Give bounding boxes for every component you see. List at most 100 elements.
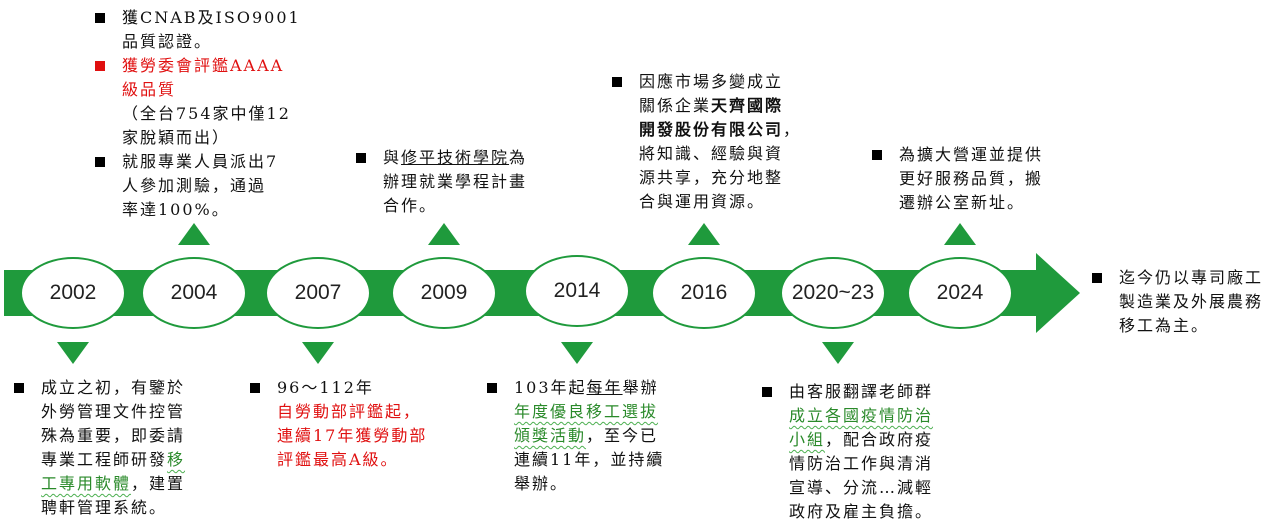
text-line: 關係企業天齊國際 (639, 94, 801, 118)
text-segment: 家脫穎而出） (122, 128, 231, 147)
text-segment: 品質認證。 (122, 32, 213, 51)
square-bullet-icon (612, 77, 622, 87)
text-segment: 自勞動部評鑑起， (277, 402, 422, 421)
text-segment: 遷辦公室新址。 (899, 193, 1026, 212)
text-line: 成立各國疫情防治 (789, 404, 933, 428)
text-line: 移工為主。 (1119, 314, 1263, 338)
square-bullet-icon (95, 157, 105, 167)
square-bullet-icon (95, 61, 105, 71)
square-bullet-icon (487, 383, 497, 393)
year-node-2020: 2020~23 (780, 257, 886, 329)
text-segment: 由客服翻譯老師群 (789, 382, 934, 401)
text-segment: ，建置 (131, 474, 186, 493)
text-line: 自勞動部評鑑起， (277, 400, 427, 424)
text-segment: 每年 (586, 378, 623, 397)
year-label: 2024 (936, 281, 984, 304)
text-line: 人參加測驗，通過 (122, 174, 301, 198)
text-line: 遷辦公室新址。 (899, 191, 1043, 215)
text-segment: 聘軒管理系統。 (41, 498, 168, 517)
square-bullet-icon (1092, 273, 1102, 283)
pointer-down-2020 (822, 342, 854, 364)
text-segment: 關係企業 (639, 96, 712, 115)
milestone-2002-text: 成立之初，有鑒於外勞管理文件控管殊為重要，即委請專業工程師研發移工專用軟體，建置… (14, 376, 185, 520)
text-line: 源共享，充分地整 (639, 166, 801, 190)
text-segment: 為擴大營運並提供 (899, 145, 1044, 164)
text-line: 由客服翻譯老師群 (789, 380, 933, 404)
text-segment: 移工為主。 (1119, 316, 1210, 335)
text-line: 合與運用資源。 (639, 190, 801, 214)
text-line: 與修平技術學院為 (383, 146, 527, 170)
text-segment: ， (783, 120, 802, 139)
text-segment: 宣導、分流…減輕 (789, 478, 934, 497)
square-bullet-icon (14, 383, 24, 393)
year-node-2024: 2024 (907, 257, 1013, 329)
text-line: 聘軒管理系統。 (41, 496, 185, 520)
year-label: 2016 (680, 281, 728, 304)
text-segment: 移 (167, 450, 186, 469)
text-segment: ，至今已 (586, 426, 659, 445)
text-segment: 殊為重要，即委請 (41, 426, 186, 445)
text-line: 成立之初，有鑒於 (41, 376, 185, 400)
year-node-2016: 2016 (651, 257, 757, 329)
text-segment: 天齊國際 (711, 96, 784, 115)
text-line: 小組，配合政府疫 (789, 428, 933, 452)
text-line: 舉辦。 (514, 472, 664, 496)
text-line: 更好服務品質，搬 (899, 167, 1043, 191)
text-segment: 年度優良移工選拔 (514, 402, 659, 421)
text-segment: 頒獎活動 (514, 426, 587, 445)
text-segment: 成立各國疫情防治 (789, 406, 934, 425)
text-segment: 情防治工作與清消 (789, 454, 934, 473)
bullet-item: 因應市場多變成立關係企業天齊國際開發股份有限公司，將知識、經驗與資源共享，充分地… (612, 70, 801, 214)
text-line: 殊為重要，即委請 (41, 424, 185, 448)
text-line: 開發股份有限公司， (639, 118, 801, 142)
year-node-2002: 2002 (20, 257, 126, 329)
text-segment: 合作。 (383, 196, 438, 215)
text-segment: 為 (509, 148, 528, 167)
pointer-up-2004 (178, 223, 210, 245)
text-line: 年度優良移工選拔 (514, 400, 664, 424)
milestone-2024-text: 為擴大營運並提供更好服務品質，搬遷辦公室新址。 (872, 143, 1043, 215)
text-segment: 小組 (789, 430, 826, 449)
text-segment: 合與運用資源。 (639, 192, 766, 211)
text-segment: 外勞管理文件控管 (41, 402, 186, 421)
text-segment: 將知識、經驗與資 (639, 144, 784, 163)
text-line: 連續17年獲勞動部 (277, 424, 427, 448)
square-bullet-icon (250, 383, 260, 393)
text-line: 外勞管理文件控管 (41, 400, 185, 424)
text-segment: 舉辦 (622, 378, 659, 397)
bullet-item: 就服專業人員派出7 人參加測驗，通過率達100%。 (95, 150, 301, 222)
text-segment: 工專用軟體 (41, 474, 132, 493)
text-segment: 迄今仍以專司廠工 (1119, 268, 1264, 287)
bullet-item: 96～112年自勞動部評鑑起， 連續17年獲勞動部評鑑最高A級。 (250, 376, 427, 472)
pointer-down-2002 (57, 342, 89, 364)
text-line: 家脫穎而出） (122, 126, 301, 150)
text-line: 96～112年 (277, 376, 427, 400)
text-segment: 103年起 (514, 378, 587, 397)
text-line: 連續11年，並持續 (514, 448, 664, 472)
text-segment: 連續17年獲勞動部 (277, 426, 428, 445)
milestone-2009-text: 與修平技術學院為辦理就業學程計畫合作。 (356, 146, 527, 218)
text-line: 宣導、分流…減輕 (789, 476, 933, 500)
pointer-down-2014 (561, 342, 593, 364)
year-node-2009: 2009 (391, 257, 497, 329)
bullet-item: 與修平技術學院為辦理就業學程計畫合作。 (356, 146, 527, 218)
text-segment: 與 (383, 148, 402, 167)
text-line: 率達100%。 (122, 198, 301, 222)
text-segment: 就服專業人員派出7 (122, 152, 279, 171)
text-segment: 更好服務品質，搬 (899, 169, 1044, 188)
text-segment: 獲勞委會評鑑AAAA (122, 56, 285, 75)
pointer-up-2009 (428, 223, 460, 245)
timeline-arrow-head (1036, 253, 1080, 333)
text-segment: 評鑑最高A級。 (277, 450, 399, 469)
text-line: 工專用軟體，建置 (41, 472, 185, 496)
text-segment: 源共享，充分地整 (639, 168, 784, 187)
text-segment: 開發股份有限公司 (639, 120, 784, 139)
milestone-2007-text: 96～112年自勞動部評鑑起， 連續17年獲勞動部評鑑最高A級。 (250, 376, 427, 472)
milestone-2016-text: 因應市場多變成立關係企業天齊國際開發股份有限公司，將知識、經驗與資源共享，充分地… (612, 70, 801, 214)
text-line: 製造業及外展農務 (1119, 290, 1263, 314)
text-segment: 政府及雇主負擔。 (789, 502, 934, 521)
square-bullet-icon (872, 150, 882, 160)
